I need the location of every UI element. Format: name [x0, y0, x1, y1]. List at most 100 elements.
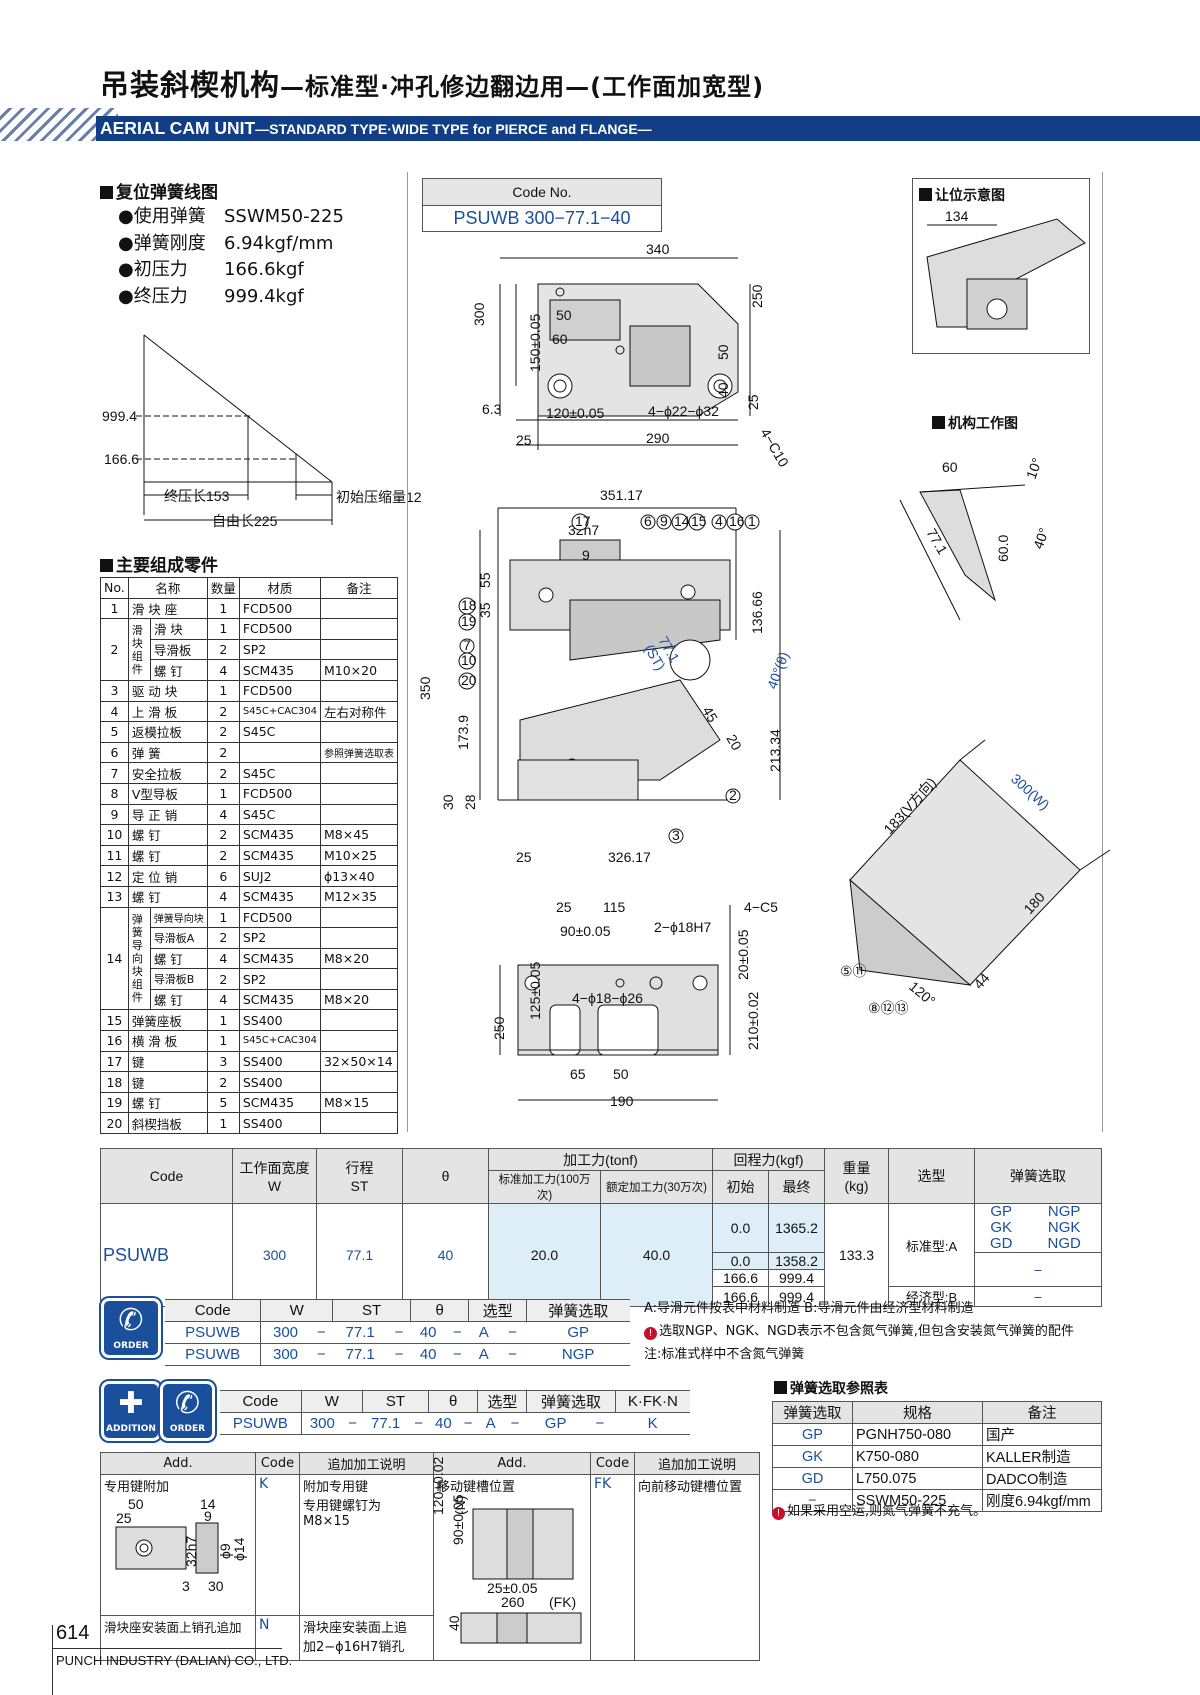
svg-text:50: 50 [556, 307, 572, 323]
svg-text:4−ϕ18−ϕ26: 4−ϕ18−ϕ26 [572, 990, 643, 1006]
page-title: 吊装斜楔机构—标准型·冲孔修边翻边用—(工作面加宽型) [100, 68, 765, 102]
svg-text:⑤⑪: ⑤⑪ [840, 963, 867, 979]
svg-text:初始压缩量12: 初始压缩量12 [336, 489, 422, 505]
svg-text:45: 45 [699, 704, 721, 726]
balloons-top: 17 6 9 14 15 4 16 1 [571, 513, 760, 531]
order-icon-2: ✆ ORDER [160, 1381, 215, 1441]
svg-text:40°: 40° [1030, 526, 1052, 551]
svg-text:2: 2 [729, 787, 737, 803]
footer-rule [52, 1625, 53, 1695]
svg-text:6.3: 6.3 [482, 401, 502, 417]
technical-drawing: 340 300 150±0.05 50 60 250 50 40 25 120±… [417, 241, 792, 1109]
divider-right [1102, 172, 1103, 1132]
svg-text:10: 10 [461, 652, 477, 668]
svg-text:⑧⑫⑬: ⑧⑫⑬ [868, 1000, 909, 1016]
svg-text:32h7: 32h7 [183, 1536, 199, 1567]
warning-icon: ! [644, 1327, 657, 1340]
svg-text:20±0.05: 20±0.05 [735, 929, 751, 980]
svg-text:10°: 10° [1023, 456, 1045, 481]
svg-text:4: 4 [715, 513, 723, 529]
svg-text:(N): (N) [452, 1496, 468, 1515]
svg-text:90±0.05: 90±0.05 [560, 923, 611, 939]
svg-text:134: 134 [945, 208, 969, 224]
blue-band [96, 116, 1200, 141]
svg-text:25: 25 [516, 849, 532, 865]
svg-text:55: 55 [477, 572, 493, 588]
svg-text:14: 14 [674, 513, 690, 529]
note-nitrogen: !选取NGP、NGK、NGD表示不包含氮气弹簧,但包含安装氮气弹簧的配件 [644, 1321, 1074, 1343]
svg-text:351.17: 351.17 [600, 487, 643, 503]
svg-text:20: 20 [723, 732, 745, 754]
svg-text:300: 300 [471, 302, 487, 326]
parts-section-title: 主要组成零件 [100, 551, 218, 576]
svg-text:173.9: 173.9 [455, 715, 471, 750]
svg-text:25: 25 [516, 432, 532, 448]
svg-text:17: 17 [575, 513, 591, 529]
svg-text:50: 50 [715, 344, 731, 360]
svg-text:60.0: 60.0 [995, 535, 1011, 562]
svg-text:28: 28 [462, 794, 478, 810]
spring-graph: 999.4 166.6 终压长153 初始压缩量12 自由长225 [102, 334, 422, 529]
clearance-drawing: 134 [926, 208, 1086, 330]
svg-text:2−ϕ18H7: 2−ϕ18H7 [654, 919, 711, 935]
svg-text:50: 50 [128, 1496, 144, 1512]
side-view [479, 507, 781, 801]
svg-text:16: 16 [729, 513, 745, 529]
svg-text:60: 60 [552, 331, 568, 347]
page-number: 614 [56, 1622, 90, 1644]
phone-icon: ✆ [174, 1386, 201, 1421]
svg-text:120±0.02: 120±0.02 [430, 1456, 446, 1515]
svg-text:25±0.05: 25±0.05 [487, 1580, 538, 1596]
clearance-box: 让位示意图 134 [912, 178, 1090, 354]
svg-text:210±0.02: 210±0.02 [745, 991, 761, 1050]
svg-text:9: 9 [660, 513, 668, 529]
spring-section-title: 复位弹簧线图 [100, 178, 218, 203]
svg-text:18: 18 [461, 597, 477, 613]
svg-text:250: 250 [749, 284, 765, 308]
svg-text:35: 35 [477, 602, 493, 618]
spring-table-title: 弹簧选取参照表 [774, 1378, 888, 1398]
svg-text:9: 9 [204, 1508, 212, 1524]
svg-text:50: 50 [613, 1066, 629, 1082]
svg-text:40°(θ): 40°(θ) [764, 650, 792, 691]
svg-text:326.17: 326.17 [608, 849, 651, 865]
mech-title: 机构工作图 [932, 413, 1018, 433]
svg-text:40: 40 [715, 382, 731, 398]
code-no-box: Code No. PSUWB 300−77.1−40 [422, 178, 662, 232]
svg-text:25: 25 [745, 394, 761, 410]
svg-text:136.66: 136.66 [749, 591, 765, 634]
top-view [499, 257, 751, 450]
svg-text:290: 290 [646, 430, 670, 446]
svg-text:150±0.05: 150±0.05 [527, 313, 543, 372]
svg-text:ϕ9: ϕ9 [217, 1543, 233, 1559]
svg-text:30: 30 [208, 1578, 224, 1594]
svg-text:19: 19 [461, 613, 477, 629]
note-air: !如果采用空运,则氮气弹簧不充气。 [772, 1501, 986, 1523]
phone-icon: ✆ [118, 1303, 144, 1338]
svg-text:25: 25 [116, 1510, 132, 1526]
svg-text:6: 6 [644, 513, 652, 529]
company-name: PUNCH INDUSTRY (DALIAN) CO., LTD. [56, 1653, 293, 1668]
svg-text:25: 25 [556, 899, 572, 915]
svg-text:190: 190 [610, 1093, 634, 1109]
svg-text:60: 60 [942, 459, 958, 475]
keyway-drawing: 90±0.05 120±0.02 (N) 25±0.05 260 (FK) 40 [430, 1456, 582, 1644]
svg-text:250: 250 [491, 1016, 507, 1040]
plus-icon: ✚ [118, 1386, 144, 1421]
svg-text:4−ϕ22−ϕ32: 4−ϕ22−ϕ32 [648, 403, 719, 419]
svg-text:1: 1 [748, 513, 756, 529]
svg-text:120°: 120° [906, 978, 938, 1009]
svg-text:213.34: 213.34 [767, 729, 783, 772]
svg-text:9: 9 [582, 547, 590, 563]
svg-text:999.4: 999.4 [102, 408, 137, 424]
svg-text:3: 3 [672, 827, 680, 843]
svg-text:120±0.05: 120±0.05 [546, 405, 605, 421]
svg-text:4−C10: 4−C10 [757, 426, 792, 470]
note-standard: 注:标准式样中不含氮气弹簧 [644, 1347, 805, 1362]
